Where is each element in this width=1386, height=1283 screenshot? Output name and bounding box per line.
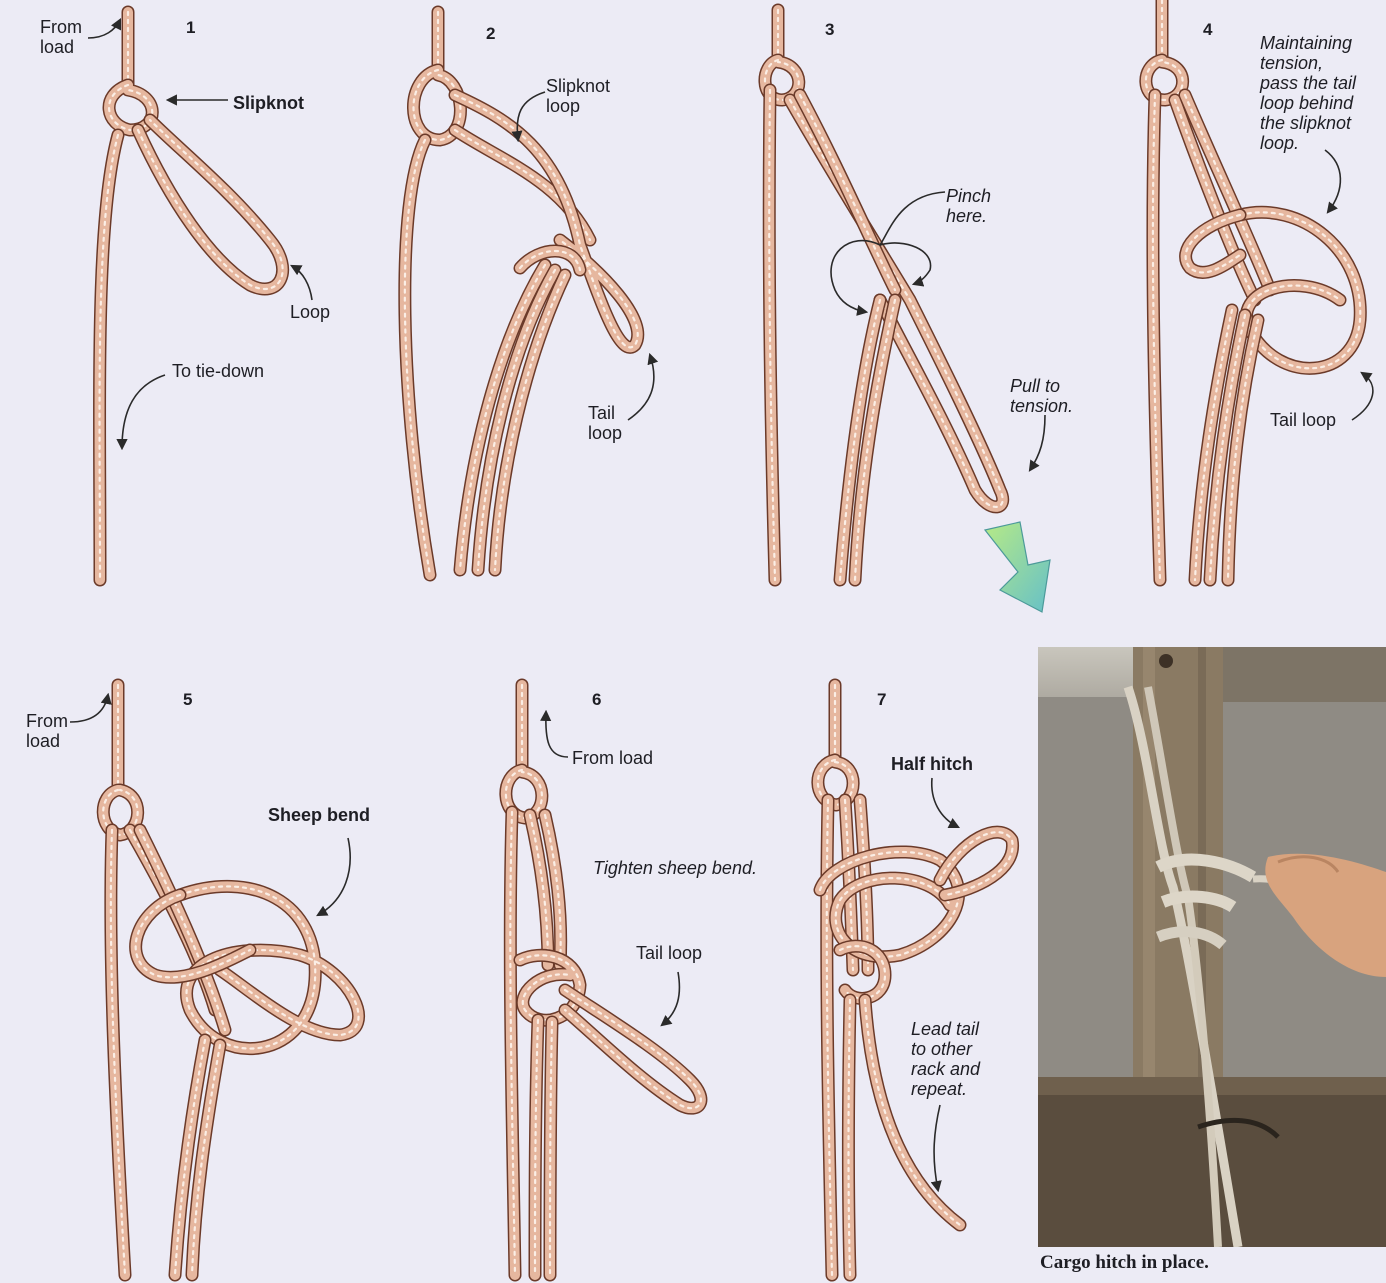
step-7-number: 7 bbox=[877, 690, 886, 710]
step-2-slipknot-loop-label: Slipknot loop bbox=[546, 76, 610, 116]
step-1-slipknot-label: Slipknot bbox=[233, 93, 304, 113]
step-7-lead-tail-label: Lead tail to other rack and repeat. bbox=[911, 1019, 980, 1099]
step-1-to-tie-down-label: To tie-down bbox=[172, 361, 264, 381]
step-7-arrows bbox=[932, 778, 958, 1190]
step-6-rope bbox=[506, 685, 701, 1275]
step-3-number: 3 bbox=[825, 20, 834, 40]
pull-arrow-icon bbox=[985, 522, 1050, 612]
step-4-number: 4 bbox=[1203, 20, 1212, 40]
step-4-arrows bbox=[1325, 150, 1373, 420]
step-5-rope bbox=[103, 685, 358, 1275]
step-3-pinch-here-label: Pinch here. bbox=[946, 186, 991, 226]
step-1-from-load-label: From load bbox=[40, 17, 82, 57]
step-2-number: 2 bbox=[486, 24, 495, 44]
step-3-pull-to-tension-label: Pull to tension. bbox=[1010, 376, 1073, 416]
step-2-tail-loop-label: Tail loop bbox=[588, 403, 622, 443]
step-6-tighten-label: Tighten sheep bend. bbox=[593, 858, 757, 878]
step-5-number: 5 bbox=[183, 690, 192, 710]
step-5-from-load-label: From load bbox=[26, 711, 68, 751]
step-6-from-load-label: From load bbox=[572, 748, 653, 768]
step-4-tail-loop-label: Tail loop bbox=[1270, 410, 1336, 430]
photo-scene bbox=[1038, 647, 1386, 1247]
step-3-rope bbox=[765, 10, 1003, 580]
step-1-number: 1 bbox=[186, 18, 195, 38]
step-5-sheep-bend-label: Sheep bend bbox=[268, 805, 370, 825]
step-6-tail-loop-label: Tail loop bbox=[636, 943, 702, 963]
photo-caption: Cargo hitch in place. bbox=[1040, 1252, 1209, 1274]
cargo-hitch-photo bbox=[1038, 647, 1386, 1247]
step-1-loop-label: Loop bbox=[290, 302, 330, 322]
step-7-half-hitch-label: Half hitch bbox=[891, 754, 973, 774]
step-6-number: 6 bbox=[592, 690, 601, 710]
step-4-instruction-label: Maintaining tension, pass the tail loop … bbox=[1260, 33, 1356, 153]
